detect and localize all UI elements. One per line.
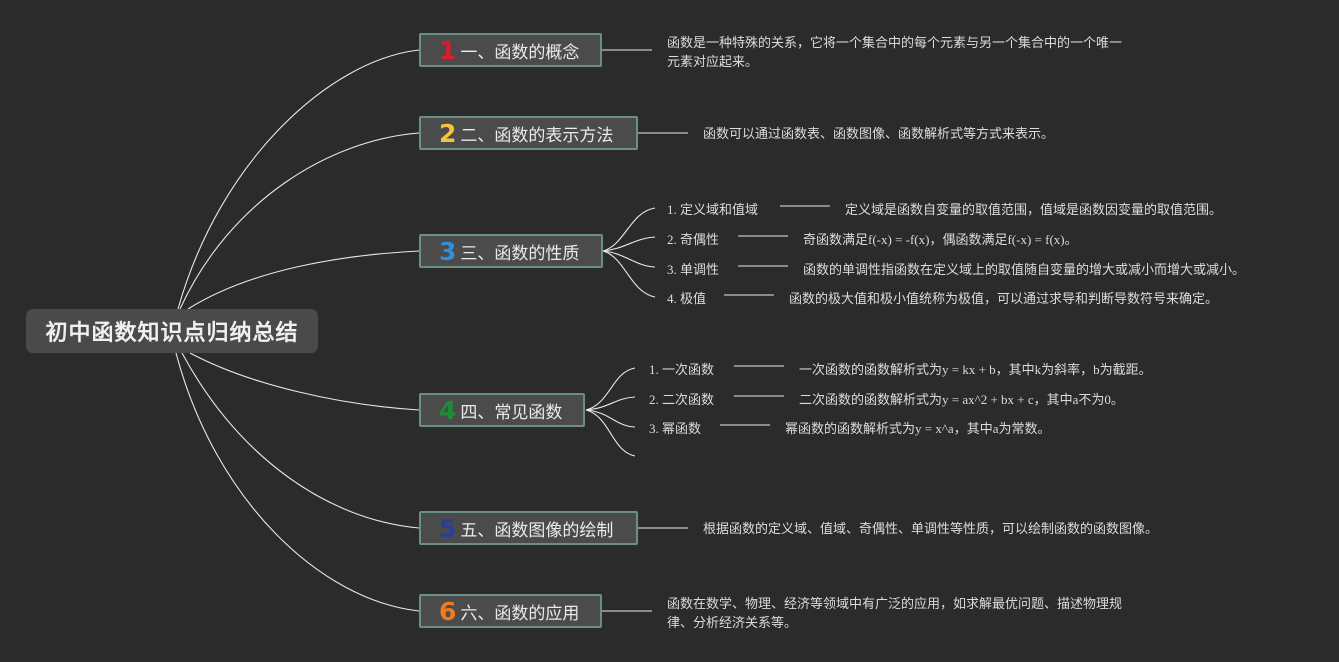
topic-4-subitem-2-description: 二次函数的函数解析式为y = ax^2 + bx + c，其中a不为0。 <box>799 392 1124 407</box>
edge-root-topic-3 <box>187 250 420 310</box>
number-4-icon: 4 <box>439 395 457 425</box>
edge-t3-sub3 <box>602 250 656 268</box>
number-1-icon: 1 <box>439 35 457 65</box>
edge-t4-sub4 <box>585 409 636 457</box>
topic-1-node[interactable]: 1 一、函数的概念 <box>419 33 602 67</box>
topic-4-subitem-3[interactable]: 3. 幂函数 <box>649 421 702 436</box>
topic-2-description: 函数可以通过函数表、函数图像、函数解析式等方式来表示。 <box>703 126 1055 141</box>
topic-3-node[interactable]: 3 三、函数的性质 <box>419 234 603 268</box>
number-5-icon: 5 <box>439 513 457 543</box>
topic-6-label: 六、函数的应用 <box>460 603 580 624</box>
topic-4-subitem-1-description: 一次函数的函数解析式为y = kx + b，其中k为斜率，b为截距。 <box>799 362 1152 377</box>
root-label: 初中函数知识点归纳总结 <box>45 321 299 346</box>
edge-t3-sub4 <box>602 250 656 298</box>
topic-1-label: 一、函数的概念 <box>460 42 580 63</box>
topic-5-label: 五、函数图像的绘制 <box>460 520 614 541</box>
topic-5-description: 根据函数的定义域、值域、奇偶性、单调性等性质，可以绘制函数的函数图像。 <box>703 521 1159 536</box>
root-node[interactable]: 初中函数知识点归纳总结 <box>26 309 318 353</box>
topic-2-label: 二、函数的表示方法 <box>460 125 614 146</box>
edge-root-topic-2 <box>179 132 420 310</box>
topic-6-description: 函数在数学、物理、经济等领域中有广泛的应用，如求解最优问题、描述物理规 律、分析… <box>667 596 1123 630</box>
edge-root-topic-1 <box>177 49 420 310</box>
edge-t4-sub2 <box>585 396 636 411</box>
number-6-icon: 6 <box>439 596 457 626</box>
topic-3-label: 三、函数的性质 <box>460 243 580 264</box>
topic-6-node[interactable]: 6 六、函数的应用 <box>419 594 602 628</box>
topic-1-description: 函数是一种特殊的关系，它将一个集合中的每个元素与另一个集合中的一个唯一 元素对应… <box>667 35 1123 69</box>
edge-root-topic-4 <box>189 352 420 411</box>
number-3-icon: 3 <box>439 236 457 266</box>
topic-4-subitem-1[interactable]: 1. 一次函数 <box>649 362 715 377</box>
edge-t4-sub1 <box>585 367 636 411</box>
edge-root-topic-6 <box>175 352 420 612</box>
topic-3-subitem-4-description: 函数的极大值和极小值统称为极值，可以通过求导和判断导数符号来确定。 <box>789 291 1219 306</box>
topic-4-label: 四、常见函数 <box>460 402 563 423</box>
edge-t3-sub2 <box>602 236 656 252</box>
topic-4-subitem-3-description: 幂函数的函数解析式为y = x^a，其中a为常数。 <box>785 421 1051 436</box>
topic-3-subitem-4[interactable]: 4. 极值 <box>667 291 707 306</box>
topic-5-node[interactable]: 5 五、函数图像的绘制 <box>419 511 638 545</box>
edge-t4-sub3 <box>585 409 636 428</box>
topic-3-subitem-1[interactable]: 1. 定义域和值域 <box>667 202 759 217</box>
topic-4-subitem-2[interactable]: 2. 二次函数 <box>649 392 715 407</box>
topic-3-subitem-3[interactable]: 3. 单调性 <box>667 262 720 277</box>
edge-t3-sub1 <box>602 207 656 252</box>
topic-3-subitem-2[interactable]: 2. 奇偶性 <box>667 232 720 247</box>
topic-2-node[interactable]: 2 二、函数的表示方法 <box>419 116 638 150</box>
topic-4-node[interactable]: 4 四、常见函数 <box>419 393 585 427</box>
edge-root-topic-5 <box>181 352 420 529</box>
topic-3-subitem-1-description: 定义域是函数自变量的取值范围，值域是函数因变量的取值范围。 <box>845 202 1223 217</box>
topic-3-subitem-2-description: 奇函数满足f(-x) = -f(x)，偶函数满足f(-x) = f(x)。 <box>803 232 1078 247</box>
number-2-icon: 2 <box>439 118 457 148</box>
topic-3-subitem-3-description: 函数的单调性指函数在定义域上的取值随自变量的增大或减小而增大或减小。 <box>803 262 1246 277</box>
